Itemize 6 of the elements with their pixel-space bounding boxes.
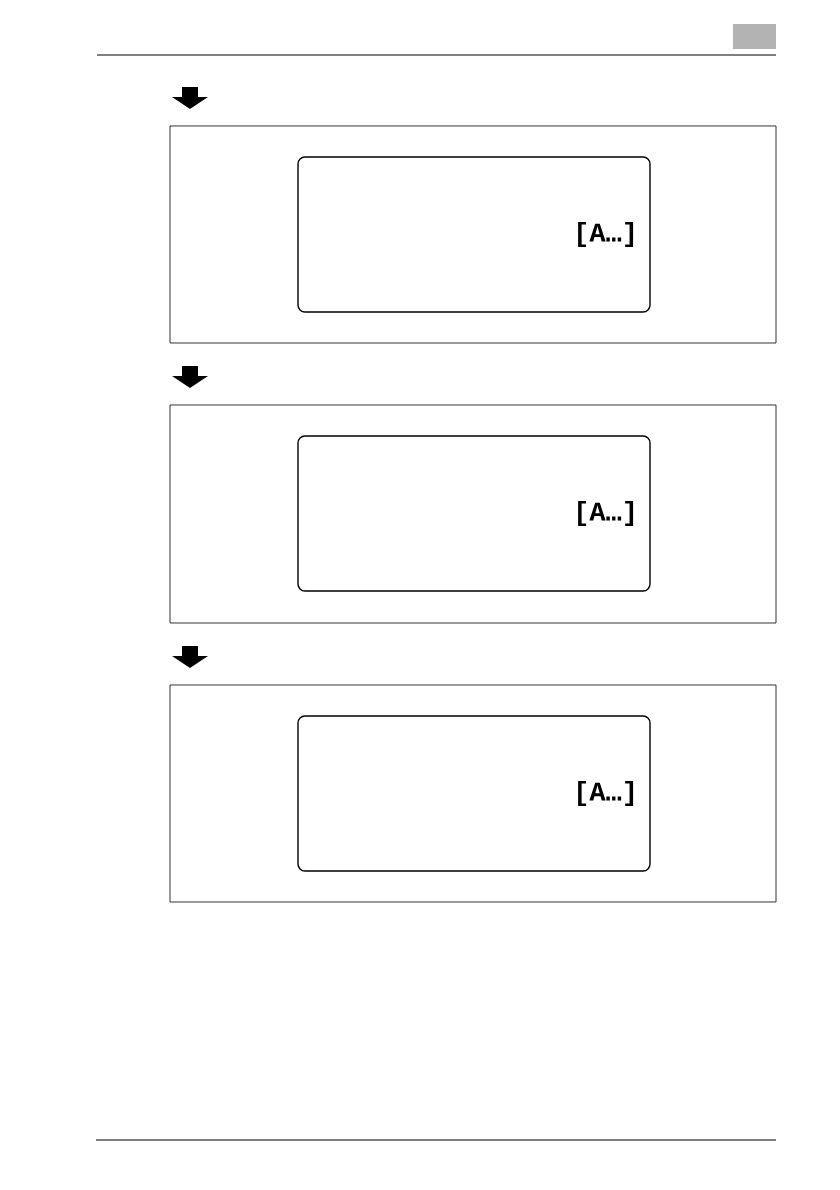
display-screen: [A…] (297, 715, 651, 872)
step-panel (169, 404, 777, 624)
display-screen: [A…] (297, 156, 651, 313)
step-panel (169, 125, 777, 344)
display-screen: [A…] (297, 435, 651, 592)
step-panel (169, 684, 777, 903)
